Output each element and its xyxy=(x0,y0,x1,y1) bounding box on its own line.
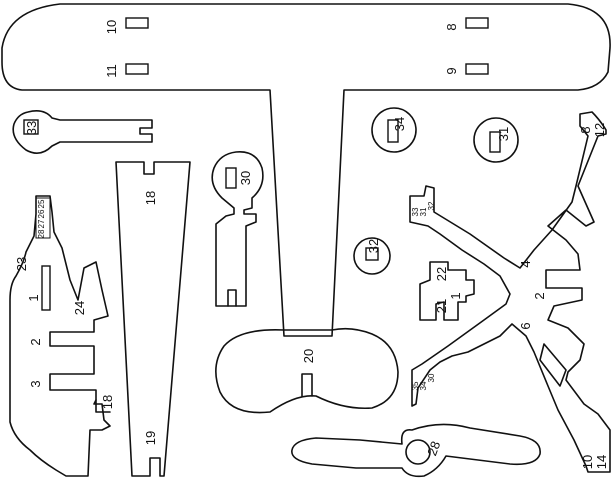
label-1: 1 xyxy=(448,292,463,299)
label-20: 20 xyxy=(301,349,316,363)
label-10: 10 xyxy=(104,20,119,34)
label-22: 22 xyxy=(434,267,449,281)
propeller: 28 xyxy=(291,423,541,478)
tiny-label: 34 xyxy=(419,381,428,390)
label-9: 9 xyxy=(444,67,459,74)
tail-boom: 18 19 xyxy=(115,161,191,477)
upper-wing: 10 11 8 9 xyxy=(1,3,611,337)
label-23: 23 xyxy=(14,257,29,271)
label-1: 1 xyxy=(26,294,41,301)
label-32: 32 xyxy=(366,239,381,253)
label-31: 31 xyxy=(496,127,511,141)
tiny-label: 27 xyxy=(37,219,46,228)
label-30: 30 xyxy=(238,171,253,185)
label-8: 8 xyxy=(578,126,593,133)
label-6: 6 xyxy=(518,322,533,329)
label-33: 33 xyxy=(24,121,39,135)
wheel-strut-33: 33 xyxy=(12,110,153,154)
label-11: 11 xyxy=(104,64,119,78)
tiny-label: 33 xyxy=(411,207,420,216)
label-21: 21 xyxy=(434,299,449,313)
tail-plane: 20 xyxy=(215,327,399,414)
label-19: 19 xyxy=(143,431,158,445)
fuselage-side: 25 26 27 28 23 1 24 2 3 18 xyxy=(9,195,115,477)
label-34: 34 xyxy=(392,117,407,131)
label-24: 24 xyxy=(72,301,87,315)
tiny-label: 31 xyxy=(419,207,428,216)
label-14: 14 xyxy=(594,455,609,469)
label-2: 2 xyxy=(28,338,43,345)
strut-30: 30 xyxy=(211,151,264,307)
label-3: 3 xyxy=(28,380,43,387)
tiny-label: 35 xyxy=(411,381,420,390)
label-28: 28 xyxy=(424,439,443,458)
wheel-34: 34 xyxy=(371,107,417,153)
tiny-label: 32 xyxy=(427,201,436,210)
wheel-32: 32 xyxy=(353,237,391,275)
tiny-label: 25 xyxy=(37,199,46,208)
cabane-frame: 8 12 4 2 6 10 14 33 31 32 35 34 30 xyxy=(409,111,611,473)
tiny-label: 26 xyxy=(37,209,46,218)
label-18: 18 xyxy=(143,191,158,205)
tiny-label: 30 xyxy=(427,373,436,382)
label-8: 8 xyxy=(444,23,459,30)
tiny-label: 28 xyxy=(37,229,46,238)
label-2: 2 xyxy=(532,292,547,299)
label-10: 10 xyxy=(580,455,595,469)
wheel-31: 31 xyxy=(473,117,519,163)
label-4: 4 xyxy=(518,260,533,267)
label-12: 12 xyxy=(592,123,607,137)
seat-piece: 22 21 1 xyxy=(419,261,475,321)
label-18: 18 xyxy=(100,395,115,409)
